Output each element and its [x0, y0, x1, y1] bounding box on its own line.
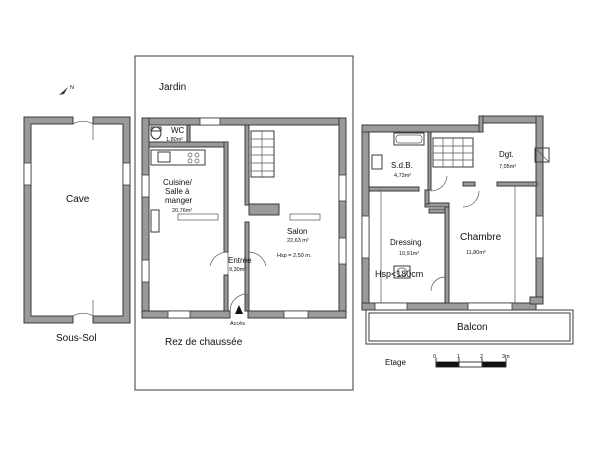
etage-building: [361, 115, 550, 311]
cuisine-label-1: Cuisine/: [163, 178, 193, 187]
cave-label: Cave: [66, 194, 90, 205]
entree-area: 9,30m²: [229, 267, 246, 273]
sdb-label: S.d.B.: [391, 161, 413, 170]
dgt-area: 7,05m²: [499, 164, 516, 170]
north-label: N: [70, 85, 74, 91]
scale-tick-0: 0: [433, 354, 436, 360]
scale-tick-2: 2: [480, 354, 483, 360]
balcon-inner: [368, 312, 571, 342]
cuisine-label-3: manger: [165, 196, 192, 205]
wc-label: WC: [171, 126, 185, 135]
scale-bar: [435, 358, 507, 368]
wc-area: 1,80m²: [166, 137, 183, 143]
north-arrow: N: [59, 85, 74, 95]
salon-area: 22,63 m²: [287, 238, 309, 244]
rdc-building: [141, 117, 347, 319]
cuisine-area: 20,76m²: [172, 208, 192, 214]
dgt-label: Dgt.: [499, 150, 514, 159]
rez-label: Rez de chaussée: [165, 337, 243, 348]
salon-label: Salon: [287, 227, 307, 236]
hsp-dressing-label: Hsp<180cm: [375, 269, 423, 279]
scale-tick-1: 1: [457, 354, 460, 360]
scale-tick-3: 3m: [502, 354, 510, 360]
acces-label: Accès: [230, 321, 245, 327]
cave-building: [23, 116, 131, 324]
jardin-label: Jardin: [159, 82, 186, 93]
etage-label: Etage: [385, 358, 406, 367]
jardin-outline: [134, 55, 354, 391]
dressing-area: 10,91m²: [399, 251, 419, 257]
chambre-label: Chambre: [460, 232, 502, 243]
balcon-outline: [365, 309, 574, 345]
sdb-area: 4,73m²: [394, 173, 411, 179]
cuisine-label-2: Salle à: [165, 187, 190, 196]
sous-sol-label: Sous-Sol: [56, 333, 97, 344]
entree-label: Entrée: [228, 256, 252, 265]
salon-hsp: Hsp = 2,50 m.: [277, 253, 312, 259]
entrance-arrow-icon: [235, 305, 243, 314]
dressing-label: Dressing: [390, 238, 422, 247]
chambre-area: 11,80m²: [466, 250, 486, 256]
balcon-label: Balcon: [457, 322, 488, 333]
